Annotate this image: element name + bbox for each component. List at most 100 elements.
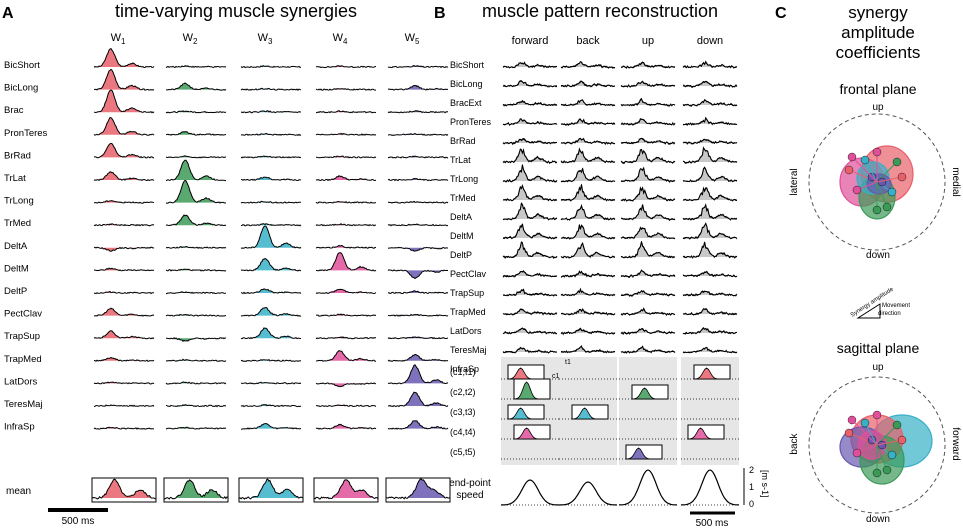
synergy-waveform [94,200,155,204]
mean-fill [164,479,228,499]
speed-curve-down [681,469,739,506]
synergy-waveform [316,110,377,114]
synergy-waveform [387,64,449,69]
direction-header-forward: forward [512,35,549,47]
reconstruction-trace [502,241,558,260]
synergy-waveform [165,268,227,272]
synergy-waveform [316,313,377,317]
synergy-header-w3: W3 [258,32,273,46]
emg-trace [502,99,558,107]
speed-tick-0: 0 [749,499,754,509]
sagittal-coefficient-dot [892,420,902,430]
emg-trace [620,61,675,69]
reconstruction-trace [560,271,616,278]
synergy-waveform [165,404,227,408]
emg-trace [502,164,558,183]
reconstruction-trace [560,344,616,354]
coef-synergy-fill [625,447,662,460]
b-muscle-label-deltm: DeltM [450,231,474,241]
reconstruction-trace [620,227,676,240]
muscle-label-deltp: DeltP [4,286,27,297]
emg-trace [560,270,616,278]
muscle-label-brrad: BrRad [4,150,31,161]
muscle-label-trlong: TrLong [4,196,34,207]
reconstruction-fill [503,165,557,182]
coef-synergy-fill [513,427,550,440]
panel-a-muscle-rows: BicShortBicLongBracPronTeresBrRadTrLatTr… [4,47,449,433]
reconstruction-fill [503,203,557,220]
synergy-waveform [166,291,227,295]
reconstruction-trace [502,61,558,69]
synergy-waveform [94,404,155,408]
reconstruction-trace [560,289,616,297]
reconstruction-trace [620,61,676,70]
reconstruction-trace [560,167,616,183]
panel-b-title: muscle pattern reconstruction [482,1,718,21]
legend-triangle [856,303,881,319]
muscle-label-pectclav: PectClav [4,309,42,320]
synergy-waveform [387,177,449,182]
synergy-waveform [315,404,377,408]
reconstruction-trace [682,146,738,164]
synergy-fill [94,69,154,91]
synergy-fill [388,85,448,91]
sagittal-coefficient-dot [860,418,870,428]
synergy-waveform [240,381,302,385]
synergy-waveform [165,336,227,342]
mean-waveform [238,478,304,500]
frontal-coefficient-dot [852,185,862,195]
reconstruction-trace [682,222,738,240]
frontal-coefficient-dot [892,157,902,167]
frontal-plane-title: frontal plane [839,81,916,97]
synergy-header-w5: W5 [405,32,420,46]
coef-synergy-fill [571,407,608,420]
mean-waveform [385,478,451,500]
mean-fill [386,478,450,499]
b-muscle-label-latdors: LatDors [450,326,482,336]
reconstruction-trace [620,118,676,126]
synergy-fill [166,83,226,91]
frontal-coefficient-dot [897,172,907,182]
synergy-waveform [93,290,154,295]
reconstruction-fill [683,291,737,296]
synergy-waveform [165,381,227,385]
reconstruction-trace [620,345,676,354]
panel-a-letter: A [2,5,14,22]
synergy-waveform [240,258,302,272]
panel-c-title-3: coefficients [836,43,921,62]
synergy-fill [316,350,376,362]
synergy-waveform [387,364,449,385]
mean-box [163,477,229,503]
muscle-label-deltm: DeltM [4,263,29,274]
emg-trace [620,241,676,259]
synergy-waveform [240,422,302,430]
emg-trace [502,241,558,259]
reconstruction-trace [502,100,558,107]
frontal-coefficient-dot [860,155,870,165]
sagittal-vector [876,444,888,471]
synergy-waveform [240,223,302,227]
synergy-waveform [165,426,227,430]
reconstruction-trace [502,164,558,183]
synergy-waveform [315,382,377,388]
emg-trace [560,147,616,164]
panel-b-muscle-rows: BicShortBicLongBracExtPronTeresBrRadTrLa… [450,60,738,374]
b-muscle-label-pronteres: PronTeres [450,117,492,127]
synergy-fill [166,337,226,342]
sagittal-coefficient-dot [872,468,882,478]
muscle-label-delta: DeltA [4,241,28,252]
sagittal-vector [851,419,878,446]
sagittal-coefficient-dot [847,415,857,425]
mean-box [385,477,451,503]
synergy-fill [94,117,154,136]
frontal-unit-circle [808,113,946,251]
synergy-waveform [93,426,154,430]
frontal-vector [876,176,903,183]
reconstruction-trace [503,223,558,240]
synergy-waveform [387,200,449,204]
direction-header-down: down [697,35,723,47]
synergy-waveform [240,200,302,204]
panel-c-letter: C [775,5,787,22]
frontal-coefficient-dot [847,152,857,162]
b-muscle-label-brrad: BrRad [450,136,476,146]
